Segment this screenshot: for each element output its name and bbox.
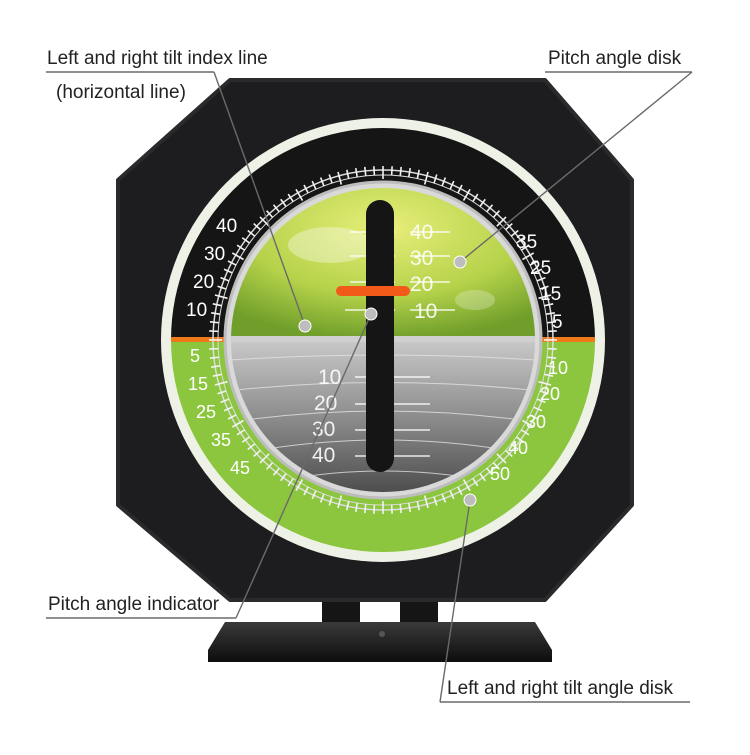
scale-label: 5 [190, 346, 200, 366]
scale-label: 30 [204, 244, 225, 265]
scale-label: 35 [516, 232, 537, 253]
scale-label: 15 [540, 284, 561, 305]
scale-label: 40 [410, 221, 433, 244]
scale-label: 10 [318, 366, 341, 389]
scale-label: 20 [193, 272, 214, 293]
tick-mark [365, 504, 366, 513]
scale-label: 25 [196, 402, 216, 422]
scale-label: 20 [540, 384, 560, 404]
pitch-angle-indicator [366, 200, 394, 472]
callout-tilt-angle-disk: Left and right tilt angle disk [447, 678, 673, 700]
scale-label: 50 [490, 464, 510, 484]
callout-tilt-index-line-subtitle: (horizontal line) [56, 82, 186, 104]
scale-label: 10 [548, 358, 568, 378]
tilt-index-line [336, 286, 410, 296]
scale-label: 25 [530, 258, 551, 279]
scale-label: 20 [314, 392, 337, 415]
tick-mark [365, 167, 366, 176]
tick-mark [400, 167, 401, 176]
callout-dot [454, 256, 466, 268]
tick-mark [210, 322, 219, 323]
scale-label: 40 [216, 216, 237, 237]
tick-mark [400, 504, 401, 513]
scale-label: 45 [230, 458, 250, 478]
callout-dot [464, 494, 476, 506]
scale-label: 15 [188, 374, 208, 394]
scale-label: 35 [211, 430, 231, 450]
callout-pitch-angle-disk: Pitch angle disk [548, 48, 681, 70]
scale-label: 10 [414, 300, 437, 323]
callout-dot [365, 308, 377, 320]
callout-pitch-angle-indicator: Pitch angle indicator [48, 594, 219, 616]
scale-label: 40 [312, 444, 335, 467]
scale-label: 10 [186, 300, 207, 321]
scale-label: 20 [410, 273, 433, 296]
callout-dot [299, 320, 311, 332]
scale-label: 5 [552, 312, 563, 333]
scale-label: 30 [410, 247, 433, 270]
tick-mark [210, 357, 219, 358]
base-plate [208, 622, 552, 662]
callout-tilt-index-line: Left and right tilt index line [47, 48, 268, 70]
scale-label: 30 [526, 412, 546, 432]
scale-label: 40 [508, 438, 528, 458]
